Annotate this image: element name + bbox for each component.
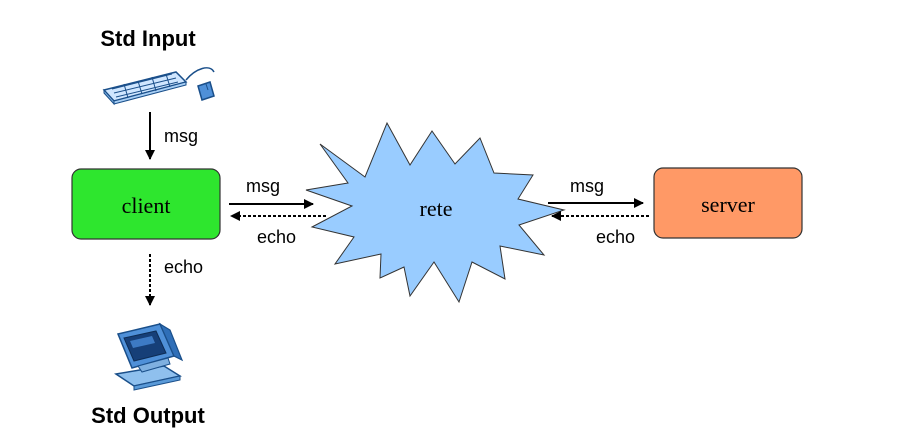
monitor-icon (114, 322, 184, 391)
input-to-client-label: msg (164, 126, 198, 146)
std-output-title: Std Output (91, 403, 205, 428)
rete-label: rete (420, 196, 453, 221)
client-node: client (71, 168, 221, 240)
rete-node: rete (305, 121, 566, 304)
server-to-rete-label: echo (596, 227, 635, 247)
rete-to-server-label: msg (570, 176, 604, 196)
keyboard-icon (102, 67, 215, 106)
std-input-title: Std Input (100, 26, 196, 51)
client-label: client (122, 193, 171, 218)
server-label: server (701, 192, 755, 217)
client-to-rete-label: msg (246, 176, 280, 196)
rete-to-client-label: echo (257, 227, 296, 247)
server-node: server (653, 167, 803, 239)
client-to-output-label: echo (164, 257, 203, 277)
